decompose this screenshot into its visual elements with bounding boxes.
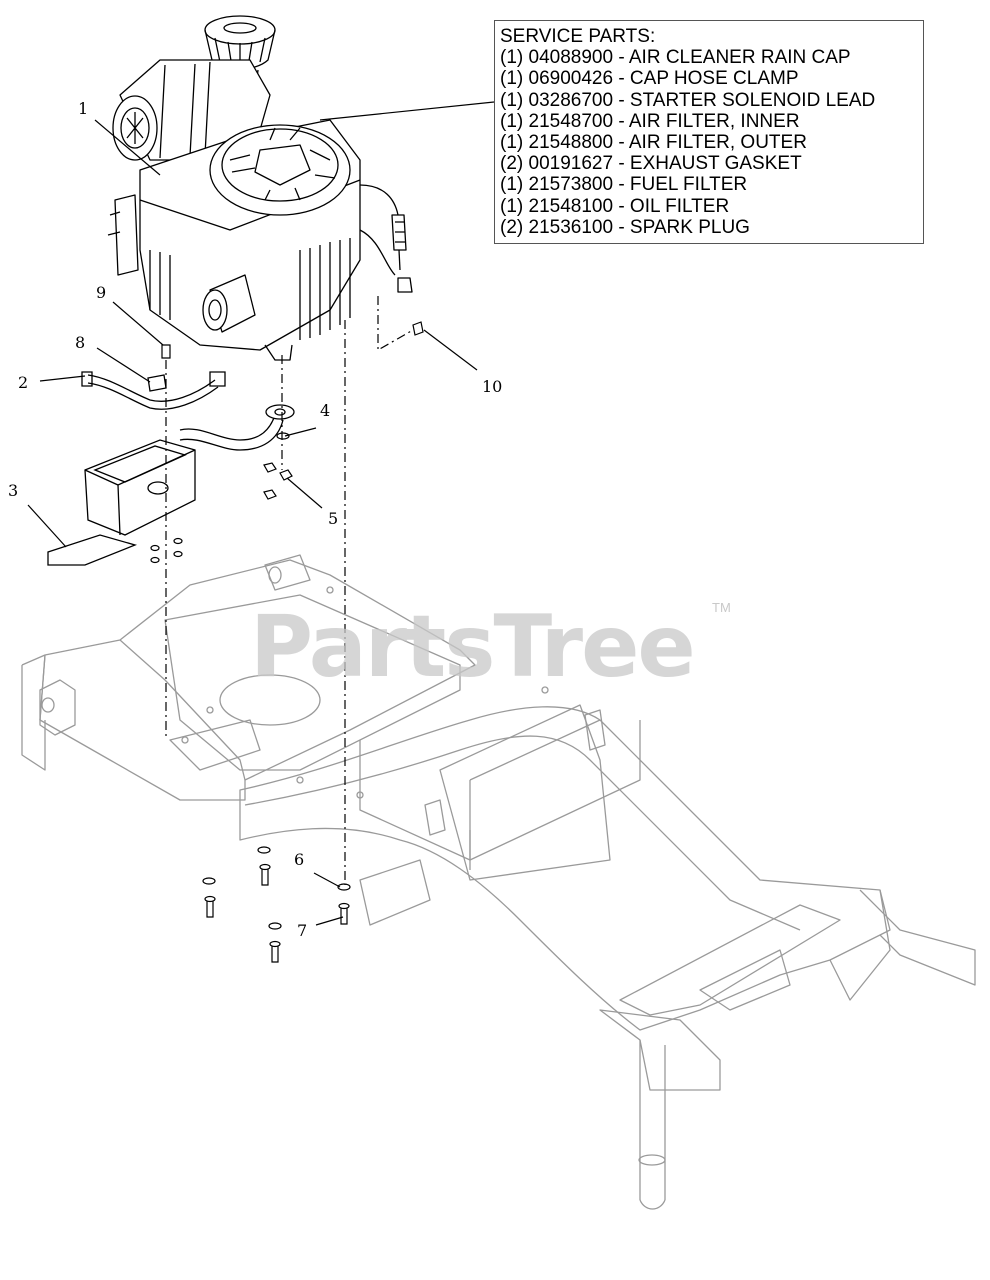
service-part-item: (1) 21548100 - OIL FILTER xyxy=(500,195,730,217)
muffler xyxy=(47,404,295,566)
callout-6: 6 xyxy=(294,850,304,869)
service-part-item: (2) 00191627 - EXHAUST GASKET xyxy=(500,153,802,175)
service-part-item: (1) 03286700 - STARTER SOLENOID LEAD xyxy=(500,89,876,111)
service-part-item: (1) 21573800 - FUEL FILTER xyxy=(500,174,748,196)
callout-4: 4 xyxy=(320,401,330,420)
service-part-item: (1) 21548700 - AIR FILTER, INNER xyxy=(500,110,800,132)
service-part-item: (1) 21548800 - AIR FILTER, OUTER xyxy=(500,132,807,154)
service-part-item: (2) 21536100 - SPARK PLUG xyxy=(500,216,750,238)
callout-5: 5 xyxy=(328,509,338,528)
hardware xyxy=(150,321,424,963)
mower-frame xyxy=(21,554,976,1210)
callout-2: 2 xyxy=(18,373,28,392)
callout-3: 3 xyxy=(8,481,18,500)
callout-10: 10 xyxy=(482,377,502,396)
service-part-item: (1) 04088900 - AIR CLEANER RAIN CAP xyxy=(500,47,851,69)
callout-1: 1 xyxy=(78,99,88,118)
fuel-hose xyxy=(81,371,226,410)
service-part-item: (1) 06900426 - CAP HOSE CLAMP xyxy=(500,68,799,90)
engine xyxy=(107,15,413,361)
leader-lines xyxy=(27,101,495,926)
watermark-tm: TM xyxy=(712,600,731,615)
service-parts-box: SERVICE PARTS: (1) 04088900 - AIR CLEANE… xyxy=(494,20,924,244)
service-parts-title: SERVICE PARTS: xyxy=(500,26,656,47)
callout-8: 8 xyxy=(75,333,85,352)
assembly-lines xyxy=(165,296,414,885)
watermark-logo: PartsTree xyxy=(250,597,694,697)
callout-7: 7 xyxy=(297,921,307,940)
hose-clamp xyxy=(147,374,167,392)
callout-9: 9 xyxy=(96,283,106,302)
